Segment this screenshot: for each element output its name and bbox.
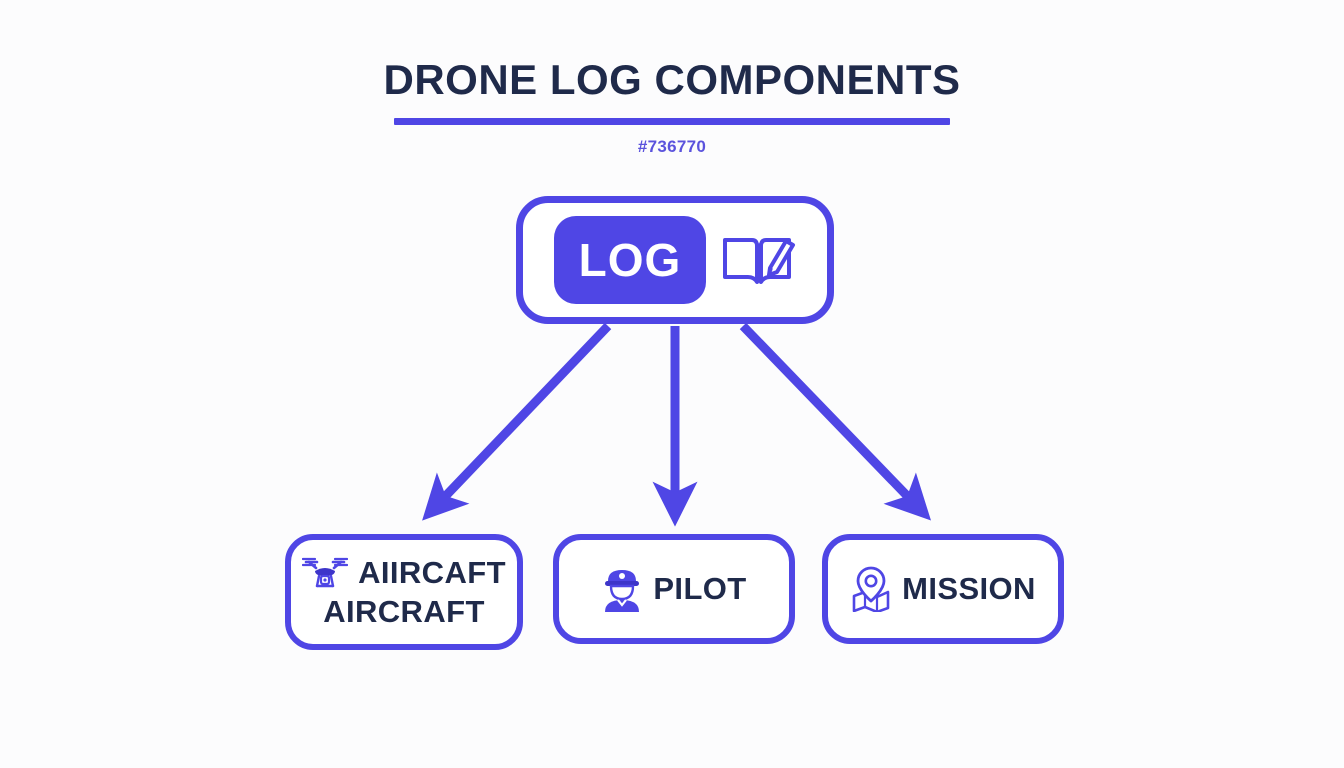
node-aircraft[interactable]: AIIRCAFT AIRCRAFT xyxy=(285,534,523,650)
aircraft-label-second: AIRCRAFT xyxy=(323,594,485,630)
pilot-person-cap-icon xyxy=(601,566,643,612)
connector-log-to-aircraft xyxy=(422,322,612,521)
open-book-with-pencil-icon xyxy=(720,227,796,293)
header: DRONE LOG COMPONENTS #736770 xyxy=(0,56,1344,157)
aircraft-primary-row: AIIRCAFT xyxy=(302,554,506,592)
log-badge: LOG xyxy=(554,216,706,304)
pilot-label: PILOT xyxy=(653,570,747,606)
map-location-pin-icon xyxy=(850,566,892,612)
page-title: DRONE LOG COMPONENTS xyxy=(383,56,961,103)
aircraft-label: AIIRCAFT xyxy=(358,554,506,590)
node-pilot[interactable]: PILOT xyxy=(553,534,795,644)
node-log-root[interactable]: LOG xyxy=(516,196,834,324)
mission-label: MISSION xyxy=(902,570,1036,606)
title-underline xyxy=(394,118,950,126)
mission-primary-row: MISSION xyxy=(850,566,1036,612)
connector-log-to-mission xyxy=(739,322,932,521)
drone-quadcopter-icon xyxy=(302,554,349,592)
page-subtitle: #736770 xyxy=(637,137,707,157)
pilot-primary-row: PILOT xyxy=(601,566,746,612)
node-mission[interactable]: MISSION xyxy=(822,534,1064,644)
log-badge-label: LOG xyxy=(578,234,682,286)
